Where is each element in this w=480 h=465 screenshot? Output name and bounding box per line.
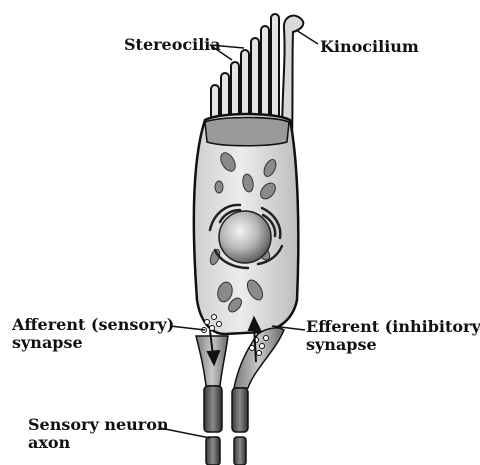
cuticular-plate [205,118,289,146]
kinocilium-label: Kinocilium [320,38,419,56]
stereocilium [221,73,229,120]
neuron-label-line-1: Sensory neuron [28,416,169,434]
stereocilia-bundle [211,14,279,120]
efferent-label-line-2: synapse [306,336,480,354]
stereocilia-label: Stereocilia [124,36,221,54]
sensory-axon-segment [204,386,222,432]
stereocilium [241,50,249,120]
stereocilium [271,14,279,120]
stereocilium [211,85,219,120]
neuron-label-line-2: axon [28,434,169,452]
stereocilium [251,38,259,120]
sensory-axon-segment [206,437,220,465]
stereocilium [261,26,269,120]
efferent-axon-segment [232,388,248,432]
efferent-synapse-label: Efferent (inhibitory) synapse [306,318,480,354]
efferent-terminal [234,328,284,388]
stereocilium [231,62,239,120]
afferent-label-line-1: Afferent (sensory) [12,316,174,334]
nucleus [219,211,271,263]
efferent-label-line-1: Efferent (inhibitory) [306,318,480,336]
afferent-label-line-2: synapse [12,334,174,352]
afferent-synapse-label: Afferent (sensory) synapse [12,316,174,352]
efferent-axon-segment [234,437,246,465]
sensory-neuron-label: Sensory neuron axon [28,416,169,452]
